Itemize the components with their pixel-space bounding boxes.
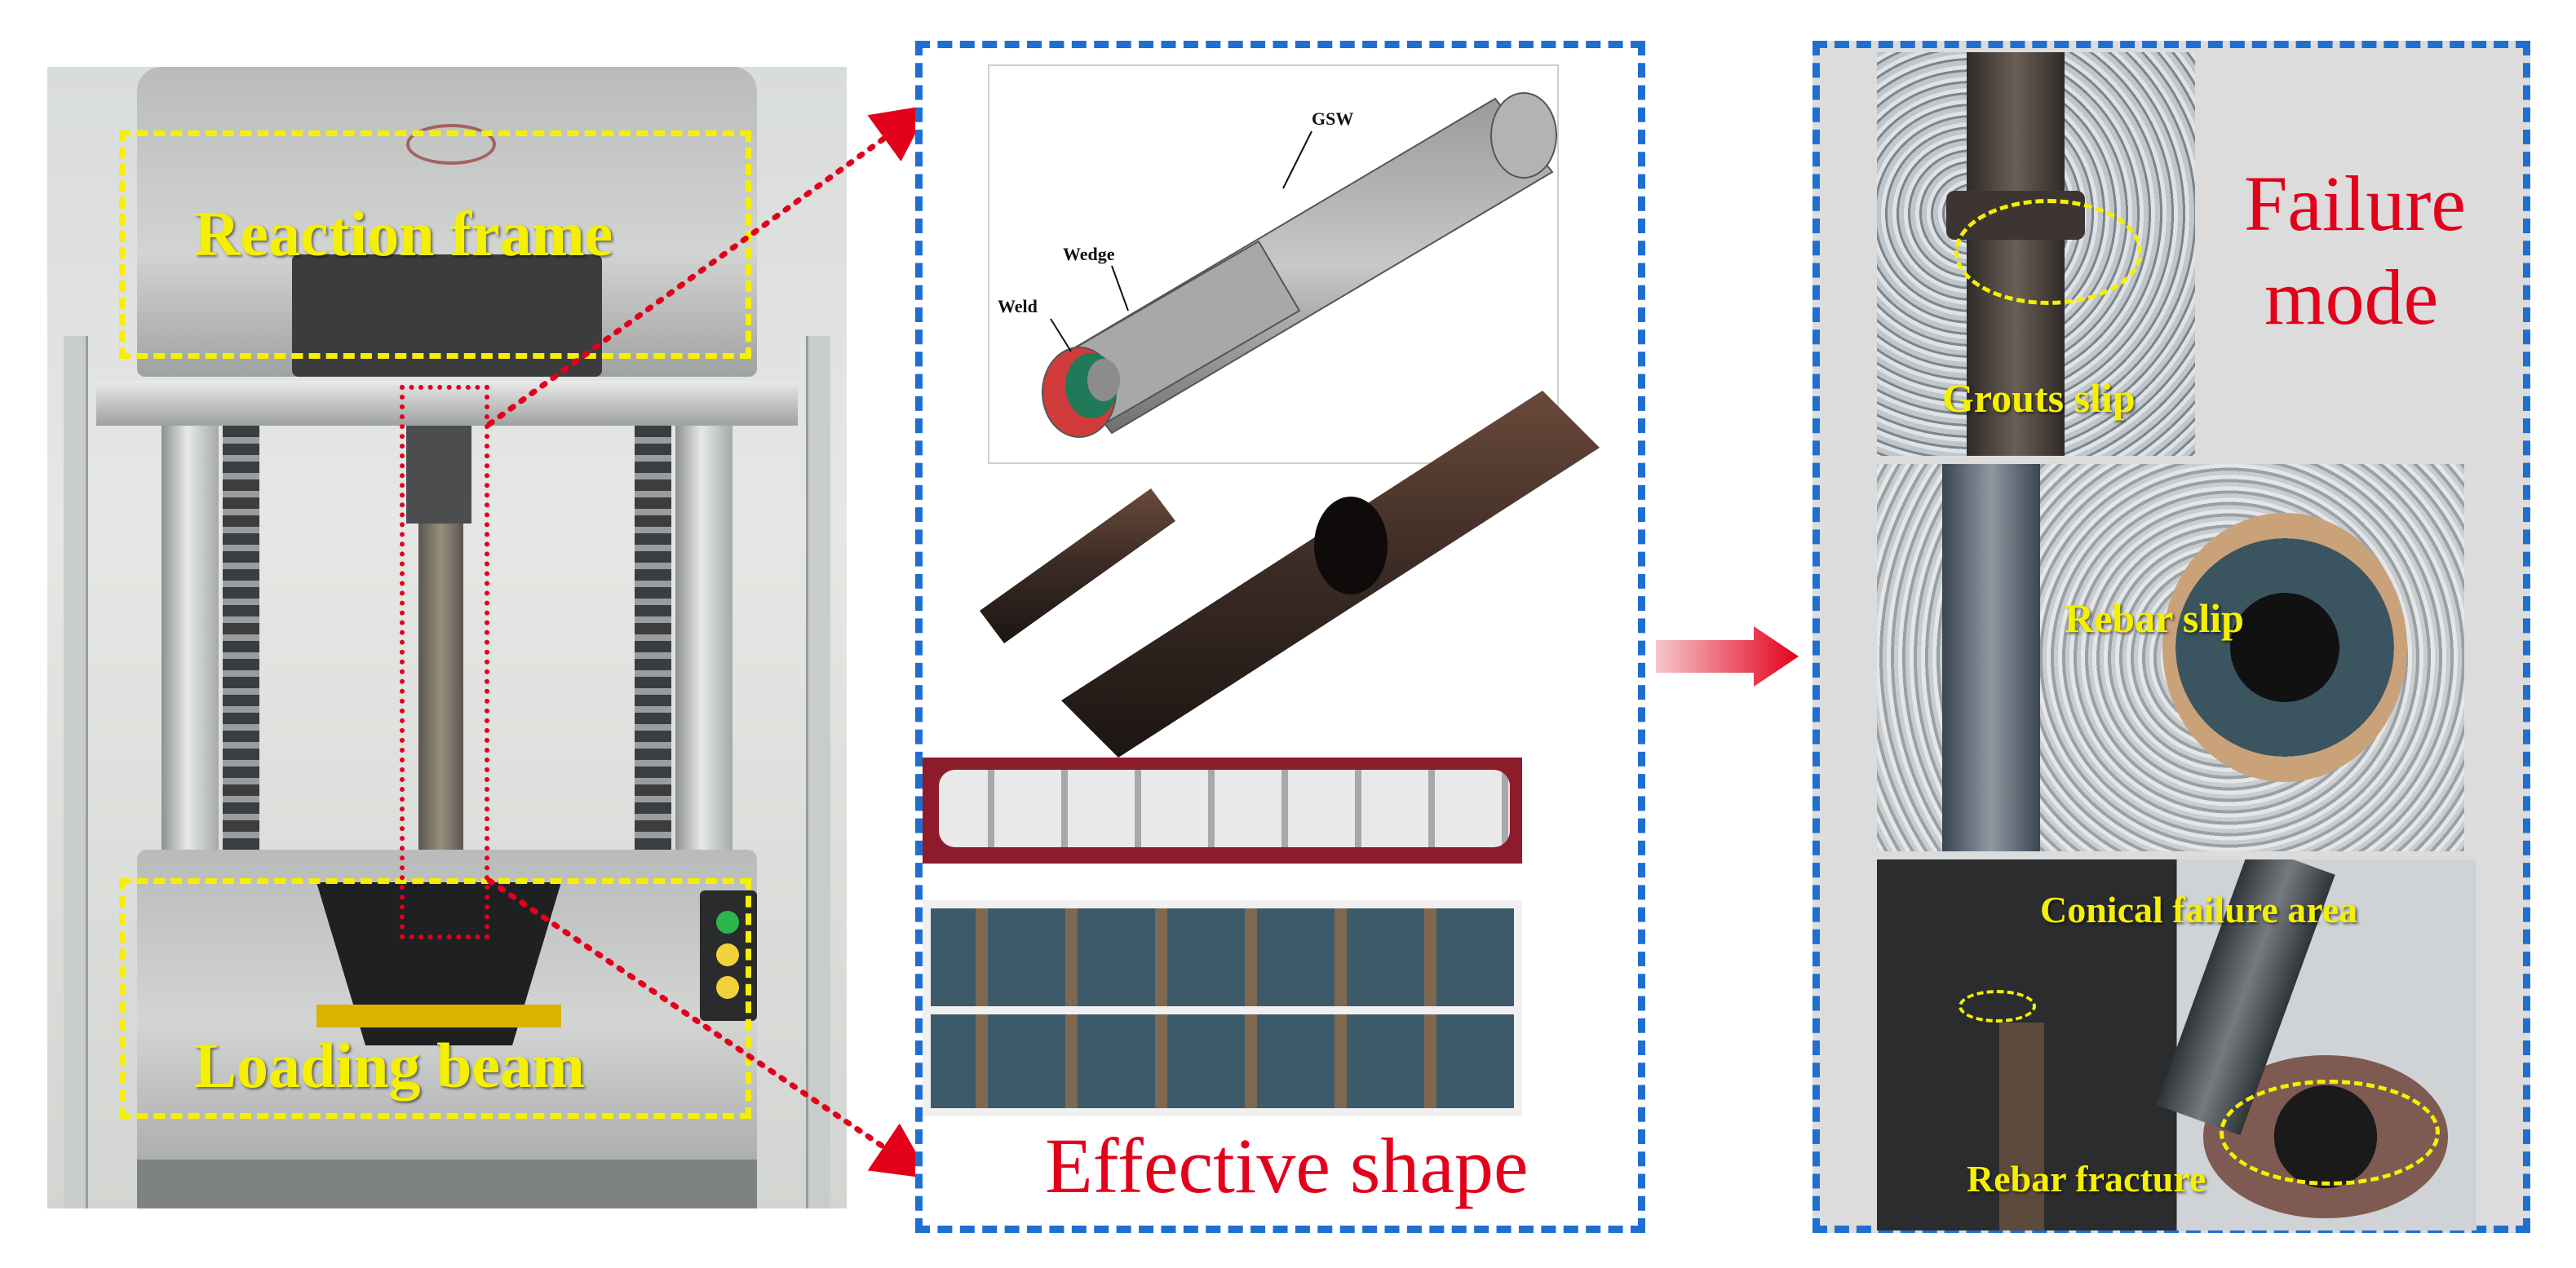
specimen-grip-top: [406, 426, 471, 524]
grouts-slip-photo: Grouts slip: [1877, 52, 2195, 456]
base-plate: [137, 1160, 757, 1208]
reaction-frame-box: [119, 130, 751, 359]
rendered-wedges-figure: [980, 391, 1600, 758]
connector-to-top-icon: [486, 104, 931, 427]
failure-mode-panel: Failure mode Grouts slip Rebar slip Coni…: [1812, 41, 2530, 1233]
rebar-slip-photo: Rebar slip: [1877, 464, 2464, 851]
specimen-sleeve: [418, 524, 463, 866]
cad-label-gsw: GSW: [1312, 108, 1353, 129]
testing-machine-photo: Reaction frame Loading beam: [47, 67, 847, 1208]
loading-beam-box: [119, 878, 751, 1119]
metal-wedge-photo-1: [923, 758, 1522, 864]
yellow-safety-bar: [316, 1005, 561, 1027]
control-button-yellow-1: [716, 943, 739, 966]
cad-label-wedge: Wedge: [1063, 244, 1115, 264]
loading-beam-label: Loading beam: [194, 1030, 585, 1101]
cad-cutaway-figure: GSW Wedge Weld: [988, 64, 1559, 464]
gsw-cutaway-drawing: GSW Wedge Weld: [998, 92, 1557, 438]
rebar-slip-label: Rebar slip: [2065, 595, 2244, 641]
control-button-yellow-2: [716, 976, 739, 999]
right-arrow-icon: [1656, 626, 1799, 687]
left-spring: [223, 426, 259, 882]
rebar-fracture-label: Rebar fracture: [1967, 1158, 2206, 1200]
failure-mode-title-line1: Failure: [2244, 160, 2466, 247]
connector-to-bottom-icon: [486, 877, 932, 1179]
grouts-slip-label: Grouts slip: [1942, 375, 2136, 421]
left-frame-rail: [64, 336, 88, 1208]
brand-logo: [406, 124, 496, 165]
effective-shape-caption: Effective shape: [1045, 1122, 1529, 1209]
cad-label-weld: Weld: [998, 296, 1038, 316]
effective-shape-panel: GSW Wedge Weld Effective shape: [915, 41, 1645, 1233]
specimen-highlight-box: [400, 385, 489, 939]
failure-mode-title-line2: mode: [2264, 254, 2439, 341]
conical-failure-photo: Conical failure area Rebar fracture: [1877, 859, 2476, 1230]
control-button-green: [716, 911, 739, 934]
right-spring: [635, 426, 671, 882]
reaction-frame-label: Reaction frame: [194, 198, 613, 269]
right-frame-rail: [806, 336, 830, 1208]
metal-wedge-photo-2: [923, 900, 1522, 1116]
conical-failure-area-label: Conical failure area: [2040, 889, 2358, 930]
